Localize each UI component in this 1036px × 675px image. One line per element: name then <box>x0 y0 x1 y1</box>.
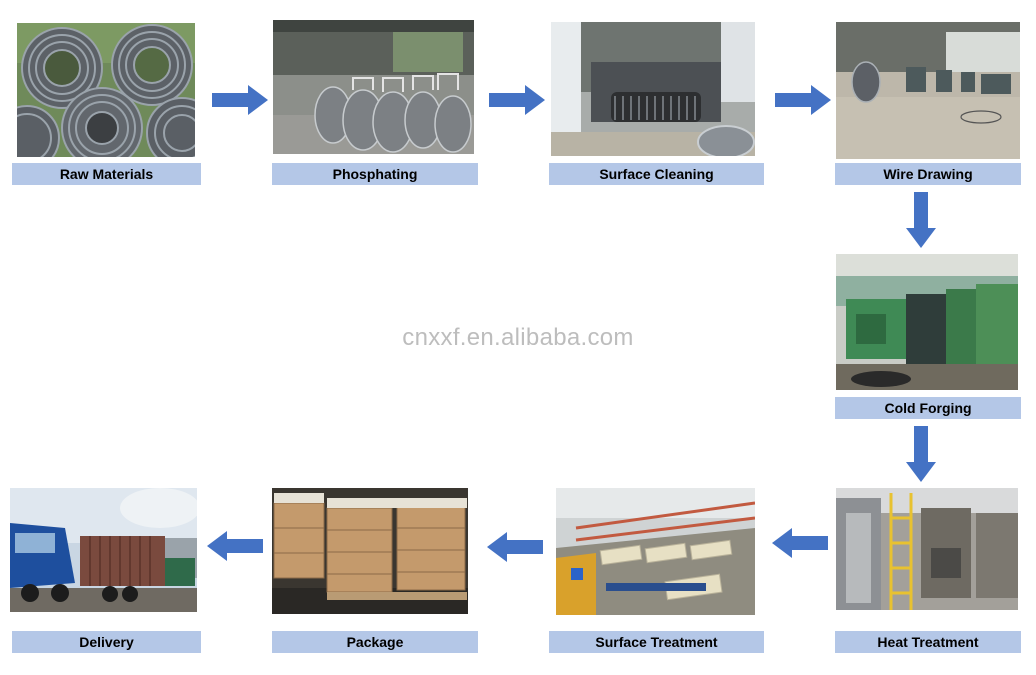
plating-line-photo <box>556 488 755 615</box>
step-label-wire-drawing: Wire Drawing <box>835 163 1021 185</box>
arrow-down-icon <box>906 192 936 248</box>
cleaning-machine-photo <box>551 22 755 156</box>
heat-treatment-line-photo <box>836 488 1018 610</box>
step-label-cold-forging: Cold Forging <box>835 397 1021 419</box>
step-label-surface-treatment: Surface Treatment <box>549 631 764 653</box>
wire-coils-photo <box>17 23 195 157</box>
phosphating-workshop-photo <box>273 20 474 154</box>
cold-forging-machine-photo <box>836 254 1018 390</box>
step-label-surface-cleaning: Surface Cleaning <box>549 163 764 185</box>
packaged-cartons-photo <box>272 488 468 614</box>
arrow-down-icon <box>906 426 936 482</box>
step-label-delivery: Delivery <box>12 631 201 653</box>
wire-drawing-workshop-photo <box>836 22 1020 159</box>
step-label-package: Package <box>272 631 478 653</box>
watermark-text: cnxxf.en.alibaba.com <box>402 324 634 351</box>
arrow-right-icon <box>489 85 545 115</box>
arrow-right-icon <box>212 85 268 115</box>
arrow-left-icon <box>487 532 543 562</box>
step-label-raw-materials: Raw Materials <box>12 163 201 185</box>
arrow-left-icon <box>207 531 263 561</box>
arrow-right-icon <box>775 85 831 115</box>
step-label-heat-treatment: Heat Treatment <box>835 631 1021 653</box>
container-truck-photo <box>10 488 197 612</box>
arrow-left-icon <box>772 528 828 558</box>
step-label-phosphating: Phosphating <box>272 163 478 185</box>
